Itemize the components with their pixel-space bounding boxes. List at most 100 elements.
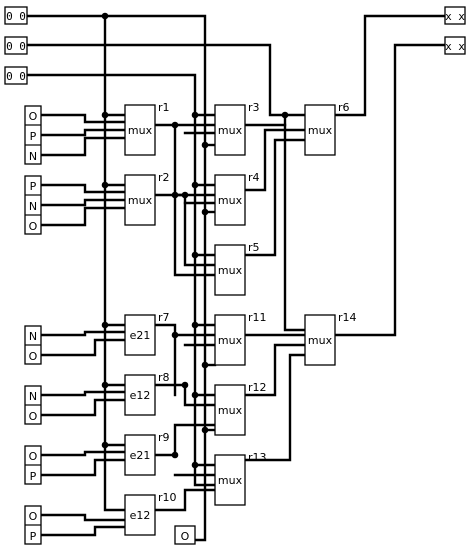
wire bbox=[243, 128, 307, 192]
output-label: x x bbox=[445, 40, 465, 53]
block-name: r1 bbox=[158, 101, 170, 114]
block-r13: mux r13 bbox=[214, 451, 267, 506]
junction-dot bbox=[181, 381, 189, 389]
block-type: mux bbox=[218, 334, 243, 347]
wire bbox=[39, 113, 127, 124]
wire bbox=[243, 343, 307, 397]
junction-dot bbox=[101, 321, 109, 329]
block-type: mux bbox=[218, 264, 243, 277]
wire bbox=[333, 43, 447, 337]
wire bbox=[39, 330, 127, 337]
block-type: e12 bbox=[130, 389, 151, 402]
junction-dot bbox=[191, 181, 199, 189]
pin-group-7: O bbox=[174, 525, 196, 545]
pin-label: O bbox=[29, 220, 38, 233]
block-r7: e21 r7 bbox=[124, 311, 170, 356]
pin-label: N bbox=[29, 150, 37, 163]
junction-dot bbox=[101, 181, 109, 189]
wire bbox=[153, 488, 217, 512]
pin-label: O bbox=[29, 450, 38, 463]
top-input-3: 0 0 bbox=[4, 66, 28, 85]
block-name: r5 bbox=[248, 241, 260, 254]
block-name: r4 bbox=[248, 171, 260, 184]
block-type: mux bbox=[128, 124, 153, 137]
pin-group-1: O P N bbox=[24, 105, 42, 165]
output-label: x x bbox=[445, 10, 465, 23]
block-name: r9 bbox=[158, 431, 170, 444]
pin-label: P bbox=[30, 180, 37, 193]
block-r9: e21 r9 bbox=[124, 431, 170, 476]
block-type: mux bbox=[128, 194, 153, 207]
wire bbox=[39, 525, 127, 537]
junction-dot bbox=[181, 191, 189, 199]
wire bbox=[25, 73, 217, 487]
wire bbox=[243, 353, 307, 462]
block-type: e21 bbox=[130, 449, 151, 462]
block-r5: mux r5 bbox=[214, 241, 260, 296]
block-name: r7 bbox=[158, 311, 170, 324]
pin-group-3: N O bbox=[24, 325, 42, 365]
block-type: mux bbox=[218, 124, 243, 137]
wire bbox=[39, 206, 127, 227]
pin-label: O bbox=[29, 110, 38, 123]
junction-dot bbox=[101, 381, 109, 389]
top-input-2: 0 0 bbox=[4, 36, 28, 55]
junction-dot bbox=[171, 331, 179, 339]
block-r8: e12 r8 bbox=[124, 371, 170, 416]
pin-label: N bbox=[29, 390, 37, 403]
block-type: mux bbox=[218, 404, 243, 417]
wire bbox=[153, 323, 217, 337]
pin-label: N bbox=[29, 200, 37, 213]
pin-label: P bbox=[30, 470, 37, 483]
pin-label: O bbox=[29, 510, 38, 523]
block-type: mux bbox=[218, 474, 243, 487]
wire bbox=[153, 123, 217, 277]
block-name: r14 bbox=[338, 311, 357, 324]
junction-dot bbox=[191, 321, 199, 329]
output-1: x x bbox=[444, 6, 466, 25]
junction-dot bbox=[191, 251, 199, 259]
junctions bbox=[101, 12, 289, 469]
wire bbox=[39, 128, 127, 137]
top-input-label: 0 0 bbox=[6, 10, 26, 23]
top-input-label: 0 0 bbox=[6, 70, 26, 83]
wire bbox=[39, 450, 127, 457]
junction-dot bbox=[101, 111, 109, 119]
block-r2: mux r2 bbox=[124, 171, 170, 226]
block-type: mux bbox=[218, 194, 243, 207]
block-type: e21 bbox=[130, 329, 151, 342]
block-name: r8 bbox=[158, 371, 170, 384]
block-name: r3 bbox=[248, 101, 260, 114]
wire bbox=[25, 43, 307, 332]
wire bbox=[153, 383, 217, 407]
output-2: x x bbox=[444, 36, 466, 55]
wire bbox=[39, 338, 127, 357]
wire bbox=[39, 136, 127, 157]
junction-dot bbox=[171, 191, 179, 199]
junction-dot bbox=[101, 441, 109, 449]
block-name: r6 bbox=[338, 101, 350, 114]
wire bbox=[39, 458, 127, 477]
wire bbox=[153, 423, 217, 457]
junction-dot bbox=[191, 391, 199, 399]
wire bbox=[39, 183, 127, 194]
junction-dot bbox=[171, 121, 179, 129]
junction-dot bbox=[171, 451, 179, 459]
junction-dot bbox=[191, 111, 199, 119]
wire bbox=[39, 198, 127, 207]
block-name: r10 bbox=[158, 491, 177, 504]
block-name: r13 bbox=[248, 451, 267, 464]
pin-group-6: O P bbox=[24, 505, 42, 545]
block-name: r11 bbox=[248, 311, 267, 324]
junction-dot bbox=[281, 111, 289, 119]
block-r11: mux r11 bbox=[214, 311, 267, 366]
block-r14: mux r14 bbox=[304, 311, 357, 366]
block-r10: e12 r10 bbox=[124, 491, 177, 536]
block-r3: mux r3 bbox=[214, 101, 260, 156]
pin-label: P bbox=[30, 530, 37, 543]
pin-group-2: P N O bbox=[24, 175, 42, 235]
top-input-label: 0 0 bbox=[6, 40, 26, 53]
wire bbox=[153, 193, 217, 267]
pin-label: O bbox=[29, 350, 38, 363]
